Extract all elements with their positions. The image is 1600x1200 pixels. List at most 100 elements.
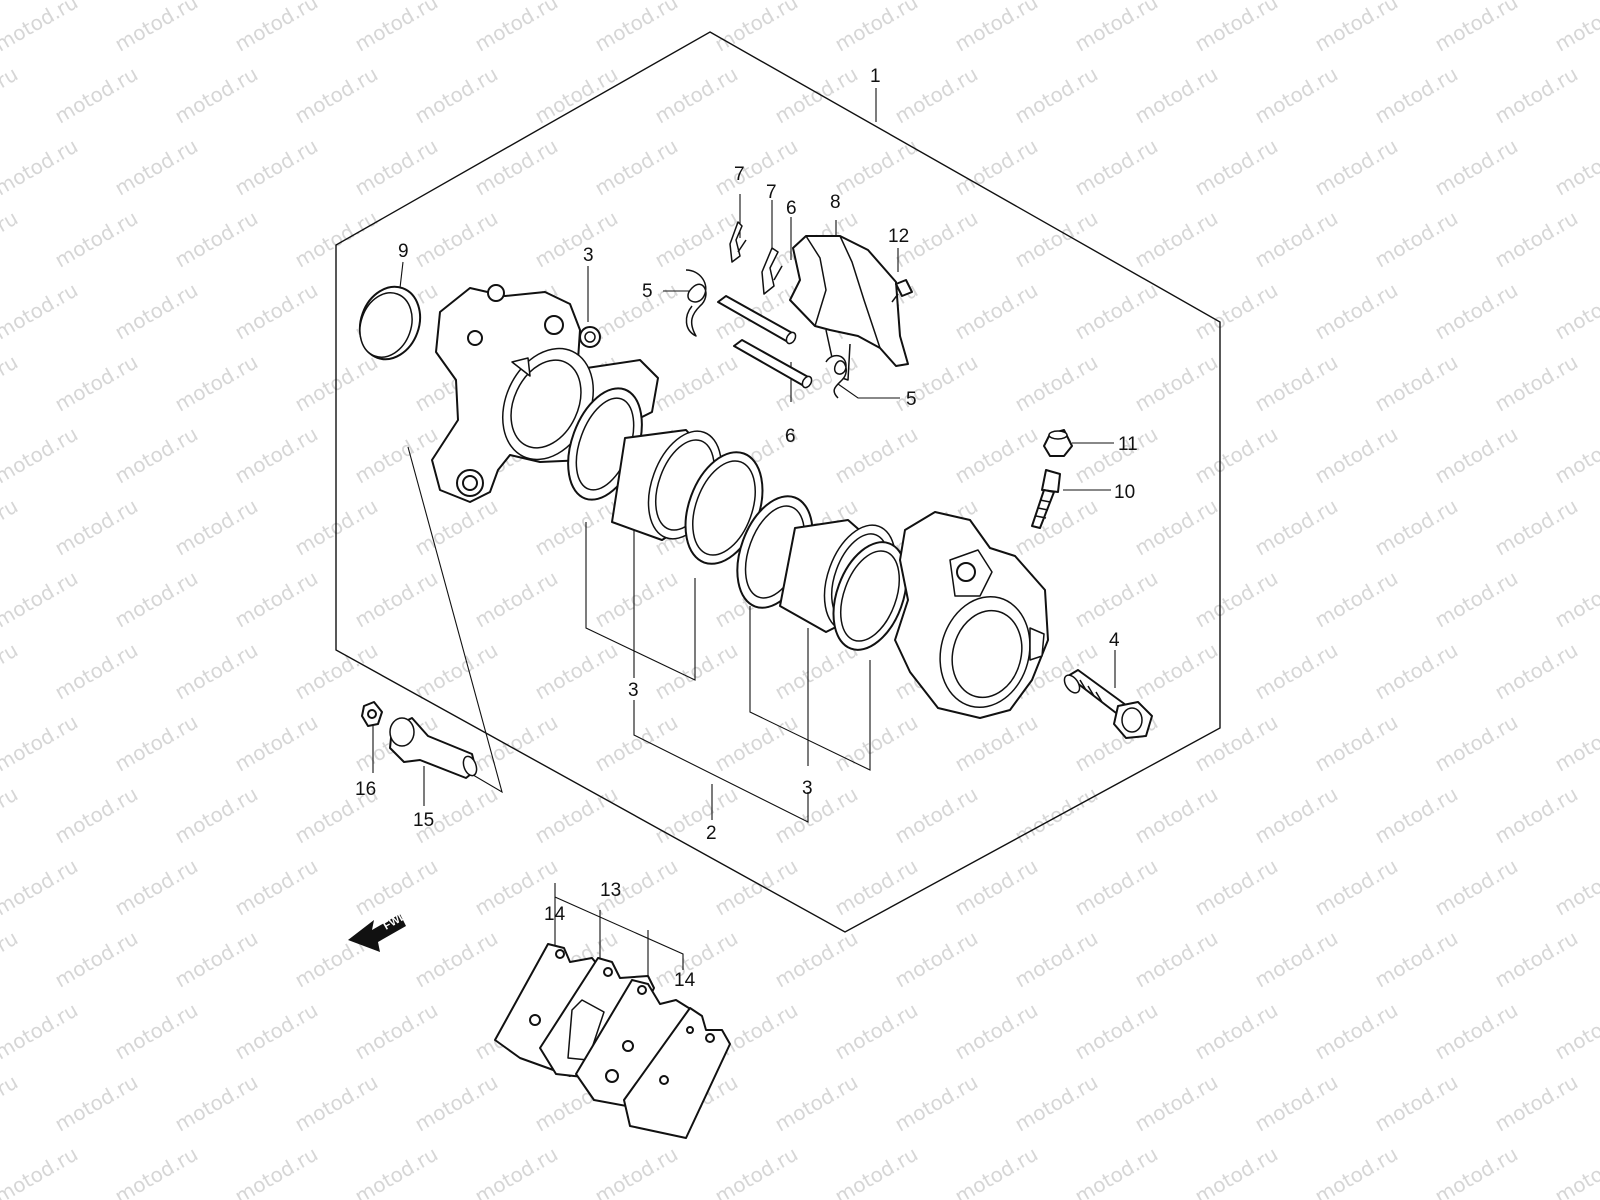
watermark-text: motod.ru [231,422,322,489]
watermark-text: motod.ru [1071,998,1162,1065]
watermark-text: motod.ru [51,206,142,273]
watermark-text: motod.ru [711,1142,802,1200]
part-6-pad-pin-upper [717,295,797,345]
watermark-text: motod.ru [651,206,742,273]
watermark-text: motod.ru [1011,926,1102,993]
caliper-body-inner-half [894,511,1049,719]
watermark-text: motod.ru [1011,1070,1102,1137]
watermark-text: motod.ru [231,998,322,1065]
watermark-text: motod.ru [171,350,262,417]
watermark-text: motod.ru [1191,854,1282,921]
watermark-text: motod.ru [651,782,742,849]
watermark-text: motod.ru [831,854,922,921]
watermark-text: motod.ru [891,926,982,993]
watermark-text: motod.ru [0,710,82,777]
watermark-text: motod.ru [1431,278,1522,345]
watermark-text: motod.ru [711,134,802,201]
watermark-text: motod.ru [891,62,982,129]
watermark-text: motod.ru [1011,350,1102,417]
callout-6-upper: 6 [786,198,797,219]
watermark-text: motod.ru [471,710,562,777]
watermark-text: motod.ru [231,710,322,777]
watermark-text: motod.ru [1551,710,1600,777]
watermark-text: motod.ru [1011,206,1102,273]
watermark-text: motod.ru [471,134,562,201]
watermark-text: motod.ru [1131,494,1222,561]
callout-13: 13 [600,880,621,901]
callout-1: 1 [870,66,881,87]
watermark-text: motod.ru [0,638,22,705]
watermark-text: motod.ru [1251,638,1342,705]
leader-lines [372,88,1116,980]
watermark-text: motod.ru [51,782,142,849]
callout-3-left: 3 [628,680,639,701]
watermark-text: motod.ru [171,1070,262,1137]
watermark-text: motod.ru [1431,0,1522,56]
watermark-text: motod.ru [591,278,682,345]
watermark-text: motod.ru [1311,0,1402,56]
watermark-text: motod.ru [951,278,1042,345]
watermark-text: motod.ru [1311,710,1402,777]
watermark-text: motod.ru [1491,62,1582,129]
part-7-clip-lower [761,247,783,295]
watermark-text: motod.ru [1311,134,1402,201]
callout-7-upper: 7 [734,164,745,185]
watermark-text: motod.ru [171,638,262,705]
watermark-text: motod.ru [351,998,442,1065]
part-3-dust-seal-right [832,541,908,651]
watermark-text: motod.ru [291,62,382,129]
watermark-text: motod.ru [1371,782,1462,849]
watermark-text: motod.ru [951,710,1042,777]
watermark-text: motod.ru [531,782,622,849]
watermark-text: motod.ru [51,62,142,129]
watermark-text: motod.ru [111,854,202,921]
watermark-text: motod.ru [171,782,262,849]
watermark-text: motod.ru [1011,782,1102,849]
watermark-text: motod.ru [531,206,622,273]
watermark-text: motod.ru [1371,926,1462,993]
watermark-text: motod.ru [591,566,682,633]
watermark-text: motod.ru [1491,1070,1582,1137]
part-13-brake-pad-left [494,943,603,1077]
watermark-text: motod.ru [1131,638,1222,705]
watermark-text: motod.ru [1311,998,1402,1065]
watermark-text: motod.ru [891,1070,982,1137]
watermark-text: motod.ru [1491,638,1582,705]
watermark-text: motod.ru [1371,206,1462,273]
watermark-text: motod.ru [1191,134,1282,201]
callout-labels: 1 9 3 5 7 7 6 8 12 5 6 11 10 4 3 3 2 16 … [355,66,1138,991]
watermark-text: motod.ru [411,638,502,705]
watermark-text: motod.ru [1131,206,1222,273]
watermark-text: motod.ru [651,926,742,993]
part-12-screw [891,279,913,303]
watermark-text: motod.ru [351,854,442,921]
watermark-text: motod.ru [411,1070,502,1137]
watermark-text: motod.ru [1491,926,1582,993]
watermark-text: motod.ru [51,350,142,417]
watermark-text: motod.ru [111,0,202,56]
part-9-cap [358,285,422,361]
watermark-text: motod.ru [531,494,622,561]
watermark-text: motod.ru [831,998,922,1065]
watermark-text: motod.ru [231,278,322,345]
watermark-text: motod.ru [171,206,262,273]
watermark-text: motod.ru [0,0,82,56]
watermark-text: motod.ru [171,926,262,993]
watermark-text: motod.ru [1311,278,1402,345]
watermark-text: motod.ru [1551,0,1600,56]
watermark-text: motod.ru [1251,206,1342,273]
watermark-text: motod.ru [111,710,202,777]
watermark-text: motod.ru [471,1142,562,1200]
watermark-text: motod.ru [1251,1070,1342,1137]
callout-5-lower: 5 [906,389,917,410]
watermark-text: motod.ru [711,710,802,777]
watermark-text: motod.ru [651,62,742,129]
watermark-text: motod.ru [1191,566,1282,633]
part-14-shim-left [539,957,655,1081]
watermark-text: motod.ru [111,422,202,489]
watermark-text: motod.ru [1191,1142,1282,1200]
watermark-text: motod.ru [1131,926,1222,993]
watermark-text: motod.ru [1071,422,1162,489]
part-5-spring-lower [825,354,847,399]
